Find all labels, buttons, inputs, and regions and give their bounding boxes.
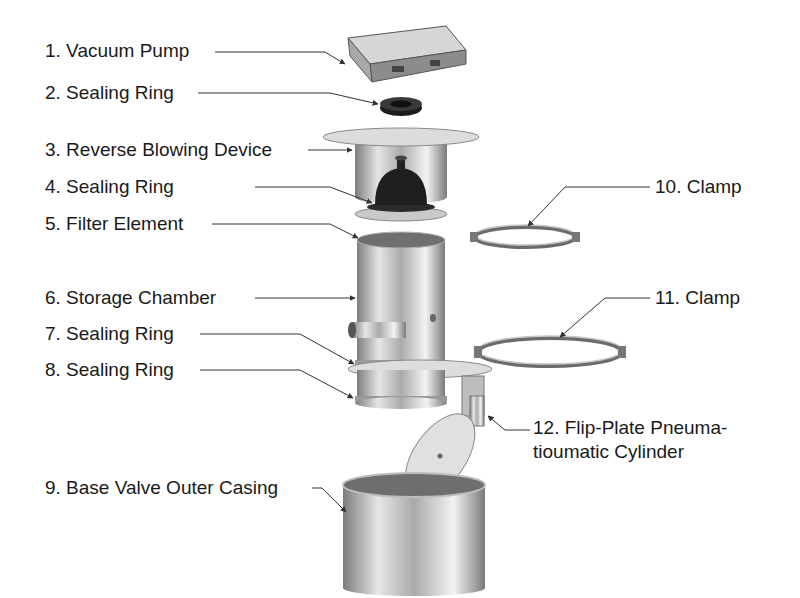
- leader-line: [528, 187, 650, 226]
- part-label: 12. Flip-Plate Pneuma- tioumatic Cylinde…: [533, 416, 761, 464]
- casing-opening: [343, 473, 485, 497]
- clamp-ring-edge: [475, 225, 575, 245]
- part-label: 7. Sealing Ring: [45, 322, 174, 346]
- leader-line: [255, 298, 355, 299]
- leader-line: [488, 416, 530, 430]
- pump-port: [430, 60, 440, 66]
- clamp-tab: [470, 232, 478, 242]
- clamp-ring: [475, 227, 575, 247]
- leader-line: [308, 150, 352, 151]
- clamp-tab: [572, 232, 580, 242]
- part-label: 4. Sealing Ring: [45, 175, 174, 199]
- leader-line: [212, 224, 358, 238]
- chamber-body: [357, 240, 445, 365]
- part-label: 5. Filter Element: [45, 212, 183, 236]
- inlet-pipe-end: [348, 322, 356, 338]
- filter-element: [355, 156, 447, 222]
- pump-port: [392, 66, 404, 72]
- plate-center: [438, 454, 443, 459]
- leader-line: [215, 52, 345, 64]
- clamp-ring-edge: [478, 336, 622, 364]
- chamber-opening: [357, 232, 445, 248]
- ring-top: [380, 97, 422, 111]
- casing-body: [343, 485, 485, 588]
- leader-line: [312, 488, 346, 512]
- clamp-ring: [478, 338, 622, 366]
- sealing-ring: [380, 97, 422, 116]
- part-label: 2. Sealing Ring: [45, 81, 174, 105]
- leader-line: [255, 187, 372, 203]
- flange: [323, 128, 479, 146]
- clamp-tab: [474, 346, 482, 358]
- leader-line: [560, 298, 650, 337]
- pump-front: [370, 50, 466, 82]
- reverse-blowing-device: [323, 128, 479, 204]
- leader-line: [198, 93, 378, 104]
- vacuum-pump: [348, 26, 466, 82]
- part-label: 9. Base Valve Outer Casing: [45, 476, 278, 500]
- leader-line: [200, 370, 353, 398]
- base-valve-casing: [343, 473, 485, 596]
- clamp-tab: [618, 346, 626, 358]
- chamber-bottom: [355, 397, 447, 409]
- casing-bottom: [343, 580, 485, 596]
- part-label: 3. Reverse Blowing Device: [45, 138, 272, 162]
- part-label: 1. Vacuum Pump: [45, 39, 189, 63]
- filter-dome: [375, 168, 427, 205]
- inlet-pipe: [352, 322, 406, 338]
- filter-knob-top: [395, 156, 407, 161]
- ring-hole: [390, 101, 412, 108]
- chamber-hole: [430, 314, 436, 322]
- part-label: 10. Clamp: [655, 175, 742, 199]
- part-label: 6. Storage Chamber: [45, 286, 216, 310]
- part-label: 8. Sealing Ring: [45, 358, 174, 382]
- leader-line: [200, 334, 354, 364]
- clamp: [470, 225, 580, 247]
- clamp: [474, 336, 626, 366]
- pump-side: [348, 38, 372, 82]
- part-label: 11. Clamp: [655, 286, 740, 310]
